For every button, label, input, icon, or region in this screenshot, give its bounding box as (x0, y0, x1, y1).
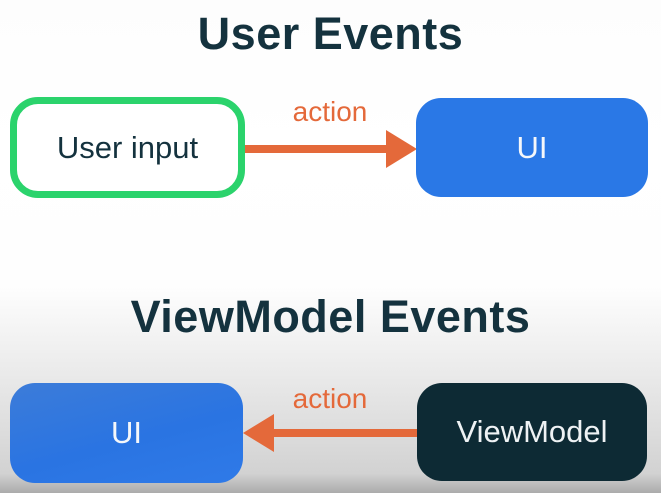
arrow-head-left-icon (243, 414, 274, 452)
section-title-viewmodel-events: ViewModel Events (130, 291, 531, 342)
node-viewmodel-label: ViewModel (456, 414, 608, 449)
arrow-action-label-1: action (292, 96, 368, 127)
arrow-action-label-2: action (292, 383, 368, 414)
arrow-head-right-icon (386, 130, 417, 168)
node-ui-top-label: UI (516, 129, 548, 165)
arrow-line-right (245, 145, 388, 153)
node-ui-bottom: UI (10, 383, 243, 483)
node-ui-top: UI (416, 98, 648, 197)
node-ui-bottom-label: UI (111, 415, 142, 450)
node-user-input-label: User input (56, 129, 199, 165)
node-user-input: User input (10, 97, 245, 198)
arrow-line-left (272, 429, 417, 437)
section-title-user-events: User Events (197, 8, 464, 59)
node-viewmodel: ViewModel (417, 383, 647, 481)
